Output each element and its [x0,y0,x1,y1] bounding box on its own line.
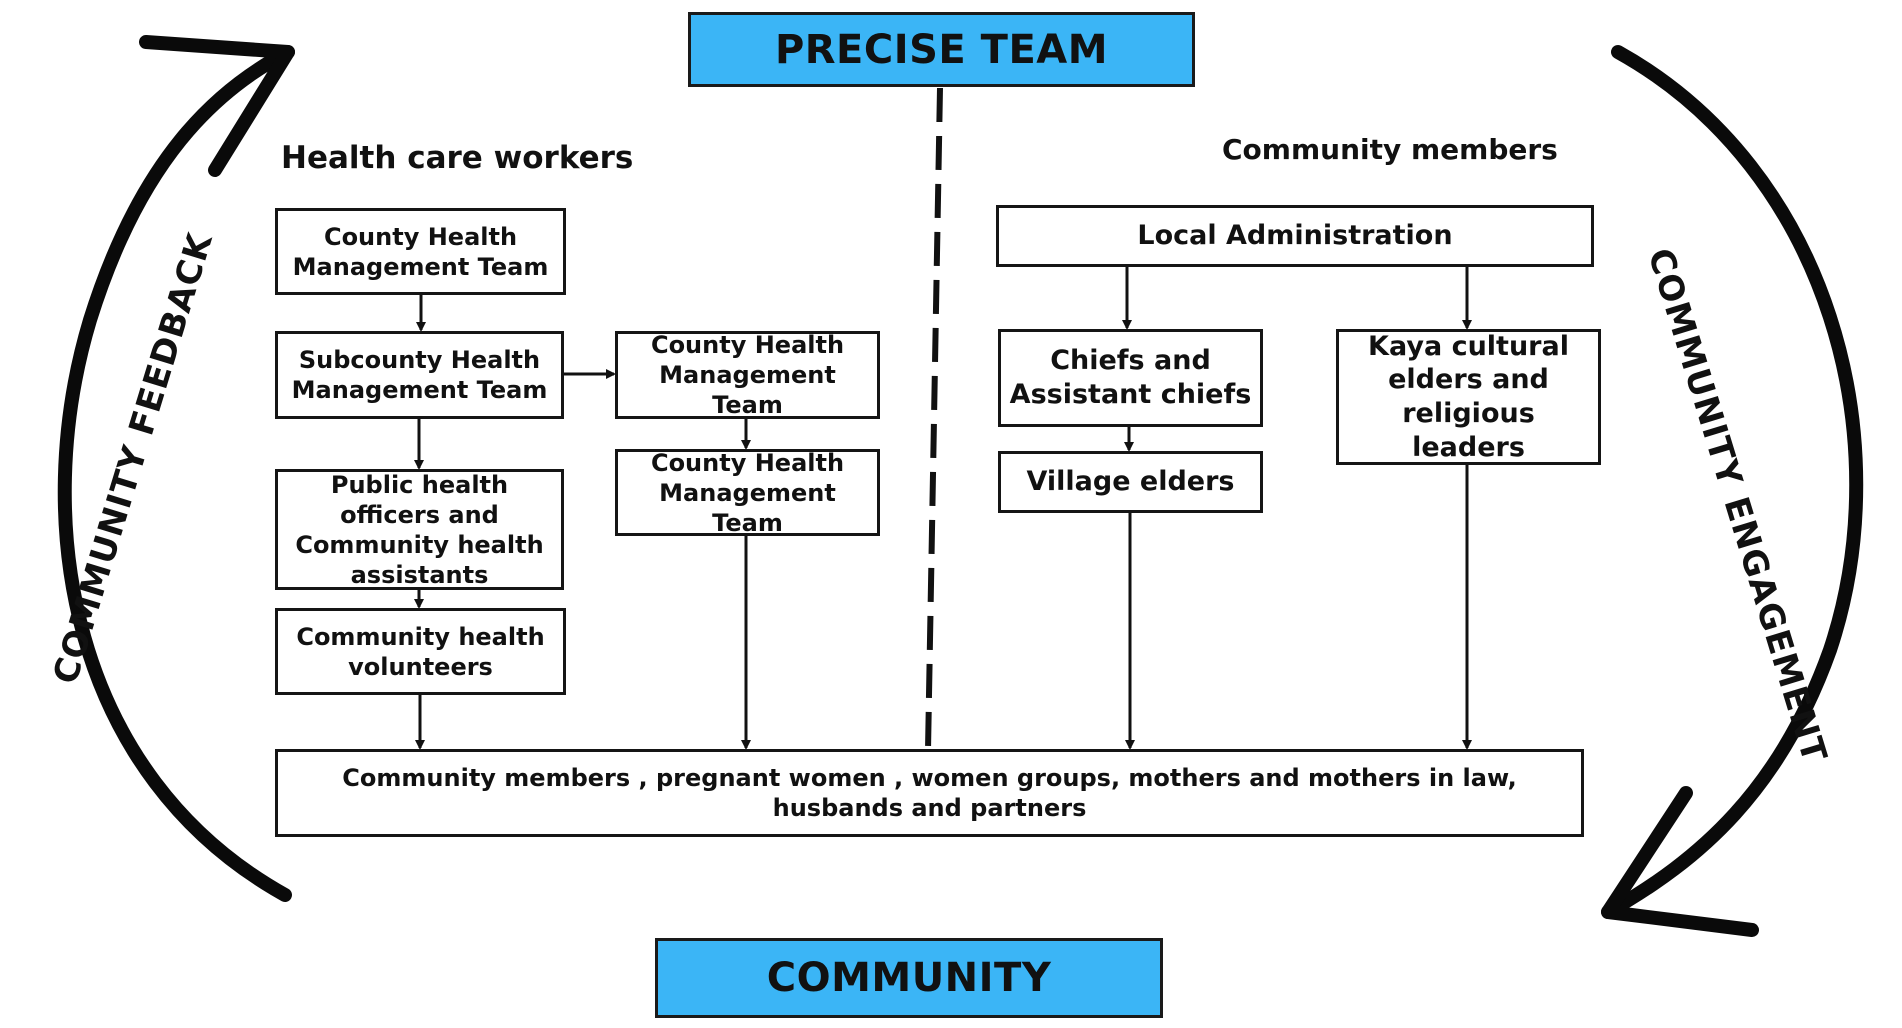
community-label: COMMUNITY [766,955,1052,1001]
kaya-elders-node: Kaya cultural elders and religious leade… [1336,329,1601,465]
precise-team-label: PRECISE TEAM [774,26,1109,73]
community-health-volunteers-node: Community health volunteers [275,608,566,695]
community-engagement-arrowhead [1601,786,1759,937]
local-administration-node: Local Administration [996,205,1594,267]
community-members-node: Community members , pregnant women , wom… [275,749,1584,837]
health-care-workers-heading: Health care workers [281,140,634,176]
subcounty-health-management-team-node: Subcounty Health Management Team [275,331,564,419]
community-engagement-arc [1601,45,1864,919]
public-health-officers-node: Public health officers and Community hea… [275,469,564,590]
divider-line [925,87,943,751]
county-health-management-team-node: County Health Management Team [275,208,566,295]
community-feedback-arrowhead [139,35,295,177]
county-health-management-team-2-node: County Health Management Team [615,331,880,419]
county-health-management-team-3-node: County Health Management Team [615,449,880,537]
community-feedback-arc [57,45,295,902]
community-members-heading: Community members [1222,133,1558,166]
village-elders-node: Village elders [998,451,1263,513]
chiefs-node: Chiefs and Assistant chiefs [998,329,1263,427]
precise-team-box: PRECISE TEAM [688,12,1195,87]
community-box: COMMUNITY [655,938,1163,1018]
